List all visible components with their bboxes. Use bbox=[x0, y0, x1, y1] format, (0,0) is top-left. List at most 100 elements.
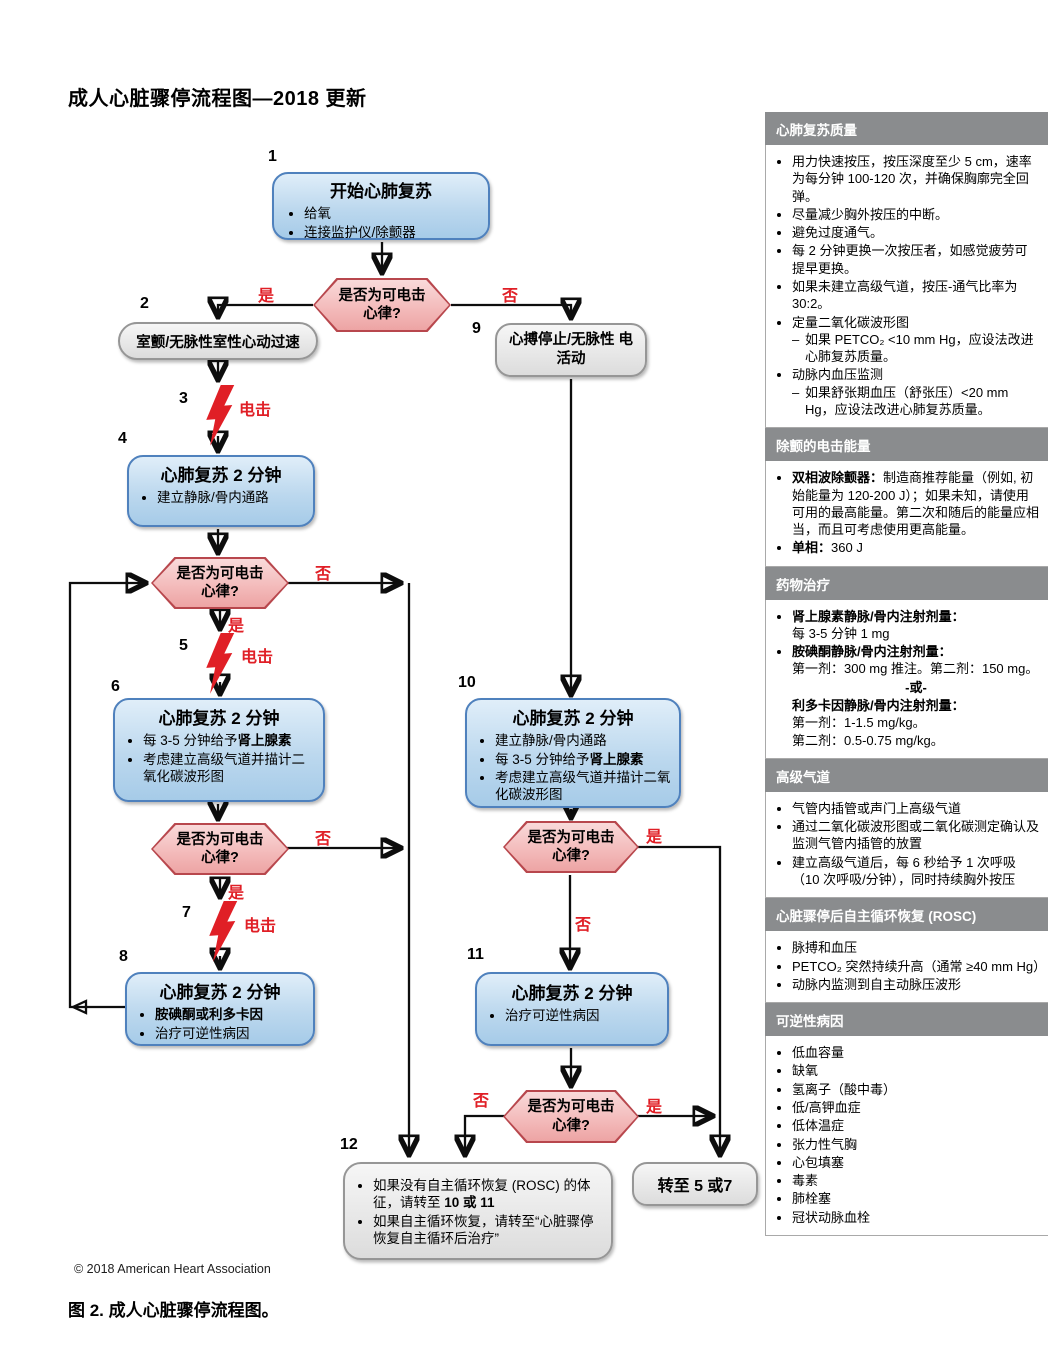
box-bullet: 给氧 bbox=[304, 205, 478, 222]
sidebar-section-rosc: 心脏骤停后自主循环恢复 (ROSC) 脉搏和血压 PETCO₂ 突然持续升高（通… bbox=[765, 898, 1048, 1004]
box-bullet: 建立静脉/骨内通路 bbox=[157, 489, 305, 506]
list-item: 建立高级气道后，每 6 秒给予 1 次呼吸（10 次呼吸/分钟），同时持续胸外按… bbox=[792, 854, 1040, 889]
list-item: 胺碘酮静脉/骨内注射剂量：第一剂：300 mg 推注。第二剂：150 mg。 bbox=[792, 643, 1040, 678]
step-number-8: 8 bbox=[119, 948, 128, 965]
label-shock: 电击 bbox=[244, 918, 277, 935]
list-item: 低/高钾血症 bbox=[792, 1099, 1040, 1116]
list-item: 缺氧 bbox=[792, 1062, 1040, 1079]
box-bullet: 胺碘酮或利多卡因 bbox=[155, 1006, 305, 1023]
step-number-1: 1 bbox=[268, 148, 277, 165]
step-number-7: 7 bbox=[182, 904, 191, 921]
copyright-text: © 2018 American Heart Association bbox=[74, 1262, 271, 1276]
list-item: 定量二氧化碳波形图如果 PETCO₂ <10 mm Hg，应设法改进心肺复苏质量… bbox=[792, 314, 1040, 366]
label-shock: 电击 bbox=[239, 402, 272, 419]
list-item: 用力快速按压，按压深度至少 5 cm，速率为每分钟 100-120 次，并确保胸… bbox=[792, 153, 1040, 205]
flow-box-rosc-check: 如果没有自主循环恢复 (ROSC) 的体征，请转至 10 或 11 如果自主循环… bbox=[343, 1162, 613, 1260]
list-item: 心包填塞 bbox=[792, 1154, 1040, 1171]
label-no: 否 bbox=[502, 288, 519, 305]
list-item: 动脉内监测到自主动脉压波形 bbox=[792, 976, 1040, 993]
step-number-6: 6 bbox=[111, 678, 120, 695]
label-no: 否 bbox=[315, 831, 332, 848]
list-item: PETCO₂ 突然持续升高（通常 ≥40 mm Hg） bbox=[792, 958, 1046, 975]
flow-box-start-cpr: 开始心肺复苏 给氧 连接监护仪/除颤器 bbox=[272, 172, 490, 240]
shock-bolt-icon bbox=[206, 385, 235, 446]
list-item: 动脉内血压监测如果舒张期血压（舒张压）<20 mm Hg，应设法改进心肺复苏质量… bbox=[792, 366, 1040, 418]
flow-box-cpr-11: 心肺复苏 2 分钟 治疗可逆性病因 bbox=[475, 972, 669, 1046]
list-item: 氢离子（酸中毒） bbox=[792, 1081, 1040, 1098]
figure-caption: 图 2. 成人心脏骤停流程图。 bbox=[68, 1301, 279, 1320]
step-number-12: 12 bbox=[340, 1136, 358, 1153]
list-item: 避免过度通气。 bbox=[792, 224, 1040, 241]
label-yes: 是 bbox=[258, 288, 275, 305]
label-yes: 是 bbox=[228, 885, 245, 902]
box-bullet: 每 3-5 分钟给予肾上腺素 bbox=[143, 732, 315, 749]
label-no: 否 bbox=[473, 1093, 490, 1110]
step-number-5: 5 bbox=[179, 637, 188, 654]
box-bullet: 考虑建立高级气道并描计二氧化碳波形图 bbox=[143, 751, 315, 786]
step-number-3: 3 bbox=[179, 390, 188, 407]
shock-bolt-icon bbox=[206, 633, 235, 694]
box-bullet: 考虑建立高级气道并描计二氧化碳波形图 bbox=[495, 769, 671, 804]
sidebar: 心肺复苏质量 用力快速按压，按压深度至少 5 cm，速率为每分钟 100-120… bbox=[765, 112, 1048, 1236]
list-item: 肾上腺素静脉/骨内注射剂量：每 3-5 分钟 1 mg bbox=[792, 608, 1040, 643]
flow-box-cpr-10: 心肺复苏 2 分钟 建立静脉/骨内通路 每 3-5 分钟给予肾上腺素 考虑建立高… bbox=[465, 698, 681, 808]
label-shock: 电击 bbox=[241, 649, 274, 666]
box-bullet: 治疗可逆性病因 bbox=[155, 1025, 305, 1042]
step-number-4: 4 bbox=[118, 430, 127, 447]
flow-box-vf-pvt: 室颤/无脉性室性心动过速 bbox=[118, 322, 318, 360]
step-number-10: 10 bbox=[458, 674, 476, 691]
list-item: 低血容量 bbox=[792, 1044, 1040, 1061]
list-item: 毒素 bbox=[792, 1172, 1040, 1189]
shock-bolt-icon bbox=[209, 901, 238, 962]
list-item: 单相：360 J bbox=[792, 539, 1040, 556]
decision-shockable-3: 是否为可电击心律? bbox=[151, 823, 289, 875]
section-header: 除颤的电击能量 bbox=[765, 428, 1048, 462]
section-header: 药物治疗 bbox=[765, 566, 1048, 600]
decision-shockable-2: 是否为可电击心律? bbox=[151, 557, 289, 609]
step-number-2: 2 bbox=[140, 295, 149, 312]
flow-box-cpr-4: 心肺复苏 2 分钟 建立静脉/骨内通路 bbox=[127, 455, 315, 527]
box-bullet: 每 3-5 分钟给予肾上腺素 bbox=[495, 751, 671, 768]
list-item: 气管内插管或声门上高级气道 bbox=[792, 800, 1040, 817]
list-item: 通过二氧化碳波形图或二氧化碳测定确认及监测气管内插管的放置 bbox=[792, 818, 1040, 853]
sidebar-section-cpr-quality: 心肺复苏质量 用力快速按压，按压深度至少 5 cm，速率为每分钟 100-120… bbox=[765, 112, 1048, 429]
flow-box-asystole-pea: 心搏停止/无脉性 电活动 bbox=[495, 323, 647, 377]
box-bullet: 连接监护仪/除颤器 bbox=[304, 224, 478, 241]
box-bullet: 治疗可逆性病因 bbox=[505, 1007, 659, 1024]
decision-shockable-1: 是否为可电击心律? bbox=[313, 278, 451, 332]
list-item: 尽量减少胸外按压的中断。 bbox=[792, 206, 1040, 223]
label-yes: 是 bbox=[646, 1099, 663, 1116]
list-item: 低体温症 bbox=[792, 1117, 1040, 1134]
step-number-11: 11 bbox=[467, 946, 484, 963]
box-bullet: 如果自主循环恢复，请转至“心脏骤停恢复自主循环后治疗” bbox=[373, 1213, 599, 1248]
flow-box-cpr-8: 心肺复苏 2 分钟 胺碘酮或利多卡因 治疗可逆性病因 bbox=[125, 972, 315, 1046]
list-item: 如果未建立高级气道，按压-通气比率为 30:2。 bbox=[792, 278, 1040, 313]
list-item: 张力性气胸 bbox=[792, 1136, 1040, 1153]
step-number-9: 9 bbox=[472, 320, 481, 337]
label-yes: 是 bbox=[646, 829, 663, 846]
label-no: 否 bbox=[315, 566, 332, 583]
list-item: 肺栓塞 bbox=[792, 1190, 1040, 1207]
sidebar-section-shock-energy: 除颤的电击能量 双相波除颤器：制造商推荐能量（例如, 初始能量为 120-200… bbox=[765, 428, 1048, 567]
box-bullet: 如果没有自主循环恢复 (ROSC) 的体征，请转至 10 或 11 bbox=[373, 1177, 599, 1212]
flow-box-goto-5-or-7: 转至 5 或7 bbox=[632, 1162, 758, 1206]
section-header: 可逆性病因 bbox=[765, 1003, 1048, 1037]
list-item-or: -或- bbox=[905, 679, 927, 695]
list-item: 每 2 分钟更换一次按压者，如感觉疲劳可提早更换。 bbox=[792, 242, 1040, 277]
decision-shockable-4: 是否为可电击心律? bbox=[503, 821, 639, 873]
section-header: 心肺复苏质量 bbox=[765, 112, 1048, 145]
flow-box-cpr-6: 心肺复苏 2 分钟 每 3-5 分钟给予肾上腺素 考虑建立高级气道并描计二氧化碳… bbox=[113, 698, 325, 802]
sidebar-section-reversible-causes: 可逆性病因 低血容量 缺氧 氢离子（酸中毒） 低/高钾血症 低体温症 张力性气胸… bbox=[765, 1003, 1048, 1236]
sidebar-section-drug-therapy: 药物治疗 肾上腺素静脉/骨内注射剂量：每 3-5 分钟 1 mg 胺碘酮静脉/骨… bbox=[765, 566, 1048, 759]
list-item: 冠状动脉血栓 bbox=[792, 1209, 1040, 1226]
list-item: 利多卡因静脉/骨内注射剂量：第一剂：1-1.5 mg/kg。第二剂：0.5-0.… bbox=[792, 698, 965, 748]
list-item: 脉搏和血压 bbox=[792, 939, 1040, 956]
decision-shockable-5: 是否为可电击心律? bbox=[503, 1090, 639, 1143]
section-header: 高级气道 bbox=[765, 758, 1048, 792]
box-bullet: 建立静脉/骨内通路 bbox=[495, 732, 671, 749]
sidebar-section-advanced-airway: 高级气道 气管内插管或声门上高级气道 通过二氧化碳波形图或二氧化碳测定确认及监测… bbox=[765, 758, 1048, 899]
list-item: 双相波除颤器：制造商推荐能量（例如, 初始能量为 120-200 J）；如果未知… bbox=[792, 469, 1040, 538]
label-yes: 是 bbox=[228, 618, 245, 635]
box-title: 开始心肺复苏 bbox=[330, 182, 432, 201]
